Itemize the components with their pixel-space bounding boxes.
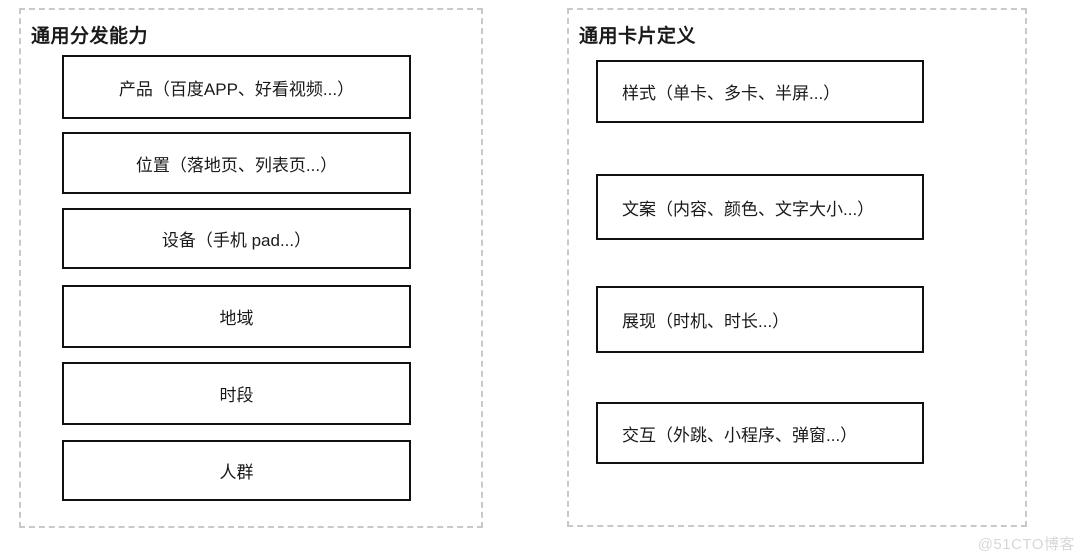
node-display: 展现（时机、时长...） [596, 286, 924, 353]
node-timeslot: 时段 [62, 362, 411, 425]
node-audience: 人群 [62, 440, 411, 501]
panel-title-card-definition: 通用卡片定义 [579, 26, 697, 47]
node-position: 位置（落地页、列表页...） [62, 132, 411, 194]
watermark-51cto: @51CTO博客 [977, 536, 1075, 553]
node-style: 样式（单卡、多卡、半屏...） [596, 60, 924, 123]
node-product: 产品（百度APP、好看视频...） [62, 55, 411, 119]
node-device: 设备（手机 pad...） [62, 208, 411, 269]
panel-distribution-capability: 通用分发能力 产品（百度APP、好看视频...） 位置（落地页、列表页...） … [19, 8, 483, 528]
node-interaction: 交互（外跳、小程序、弹窗...） [596, 402, 924, 464]
node-region: 地域 [62, 285, 411, 348]
node-copywriting: 文案（内容、颜色、文字大小...） [596, 174, 924, 240]
panel-card-definition: 通用卡片定义 样式（单卡、多卡、半屏...） 文案（内容、颜色、文字大小...）… [567, 8, 1027, 527]
panel-title-distribution: 通用分发能力 [31, 26, 149, 47]
